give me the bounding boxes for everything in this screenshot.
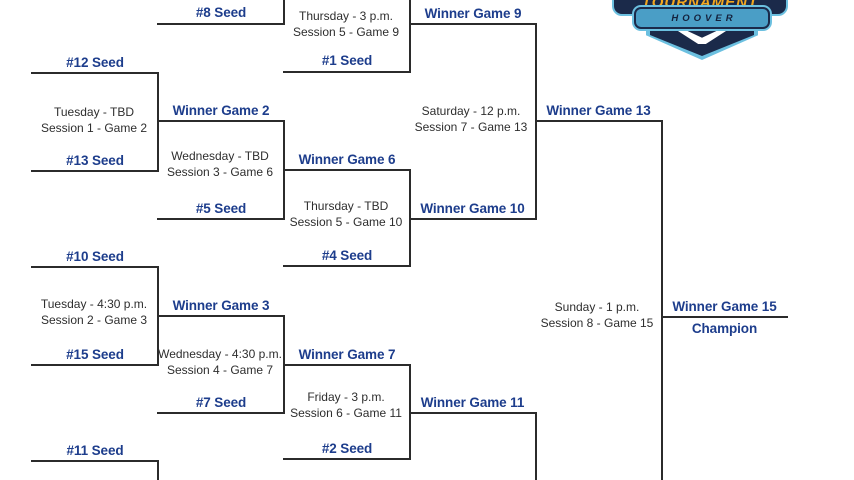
game6-info: Wednesday - TBD Session 3 - Game 6: [155, 149, 285, 180]
game3-connector: [157, 266, 159, 366]
seed12-line: [31, 72, 159, 74]
game11-schedule: Friday - 3 p.m.: [307, 390, 385, 404]
winner2-label: Winner Game 2: [172, 103, 270, 118]
game11-connector: [409, 364, 411, 460]
seed4-label: #4 Seed: [321, 248, 373, 263]
game2-schedule: Tuesday - TBD: [53, 105, 135, 119]
winner6-label: Winner Game 6: [298, 152, 396, 167]
game13-schedule: Saturday - 12 p.m.: [421, 104, 521, 118]
seed15-line: [31, 364, 159, 366]
seed15-label: #15 Seed: [66, 347, 124, 362]
game3-schedule: Tuesday - 4:30 p.m.: [40, 297, 148, 311]
winner13-line: [535, 120, 662, 122]
game7-connector: [283, 315, 285, 414]
seed8-label: #8 Seed: [195, 5, 247, 20]
hoover-banner-label: HOOVER: [671, 12, 737, 24]
game9-connector: [409, 0, 411, 73]
winner15-label: Winner Game 15: [672, 299, 777, 314]
game15-info: Sunday - 1 p.m. Session 8 - Game 15: [532, 300, 662, 331]
winner7-line: [283, 364, 411, 366]
winner6-line: [283, 169, 411, 171]
game14-connector: [535, 412, 537, 480]
game15-connector: [661, 120, 663, 480]
game9-info: Thursday - 3 p.m. Session 5 - Game 9: [281, 9, 411, 40]
seed5-line: [157, 218, 285, 220]
game2-connector: [157, 72, 159, 172]
game15-schedule: Sunday - 1 p.m.: [554, 300, 640, 314]
winner10-label: Winner Game 10: [420, 201, 525, 216]
seed7-line: [157, 412, 285, 414]
winner10-line: [409, 218, 536, 220]
game10-session: Session 5 - Game 10: [289, 214, 403, 229]
game11-info: Friday - 3 p.m. Session 6 - Game 11: [281, 390, 411, 421]
seed2-line: [283, 458, 411, 460]
seed11-label: #11 Seed: [66, 443, 124, 458]
game13-info: Saturday - 12 p.m. Session 7 - Game 13: [404, 104, 538, 135]
game9-session: Session 5 - Game 9: [292, 24, 400, 39]
seed10-line: [31, 266, 159, 268]
seed4-line: [283, 265, 411, 267]
winner13-label: Winner Game 13: [546, 103, 651, 118]
game13-session: Session 7 - Game 13: [414, 119, 528, 134]
seed2-label: #2 Seed: [321, 441, 373, 456]
game10-schedule: Thursday - TBD: [303, 199, 389, 213]
seed12-label: #12 Seed: [66, 55, 124, 70]
winner7-label: Winner Game 7: [298, 347, 396, 362]
game7-schedule: Wednesday - 4:30 p.m.: [158, 347, 282, 361]
seed7-label: #7 Seed: [195, 395, 247, 410]
seed10-label: #10 Seed: [66, 249, 124, 264]
winner3-line: [157, 315, 285, 317]
seed1-line: [283, 71, 411, 73]
game7-info: Wednesday - 4:30 p.m. Session 4 - Game 7: [151, 347, 289, 378]
champion-label: Champion: [691, 321, 758, 336]
game2-session: Session 1 - Game 2: [40, 120, 148, 135]
seed5-label: #5 Seed: [195, 201, 247, 216]
seed13-label: #13 Seed: [66, 153, 124, 168]
winner9-line: [409, 23, 537, 25]
game4-connector: [157, 460, 159, 480]
winner11-line: [409, 412, 536, 414]
game3-info: Tuesday - 4:30 p.m. Session 2 - Game 3: [27, 297, 161, 328]
winner11-label: Winner Game 11: [420, 395, 525, 410]
game6-session: Session 3 - Game 6: [166, 164, 274, 179]
game9-schedule: Thursday - 3 p.m.: [298, 9, 394, 23]
game10-connector: [409, 169, 411, 267]
seed13-line: [31, 170, 159, 172]
game6-schedule: Wednesday - TBD: [171, 149, 269, 163]
game2-info: Tuesday - TBD Session 1 - Game 2: [29, 105, 159, 136]
game5-connector: [283, 0, 285, 25]
winner9-label: Winner Game 9: [424, 6, 522, 21]
game11-session: Session 6 - Game 11: [290, 405, 402, 420]
game3-session: Session 2 - Game 3: [40, 312, 148, 327]
winner15-line: [661, 316, 788, 318]
seed8-line: [157, 23, 285, 25]
tournament-wordmark: TOURNAMENT: [641, 0, 759, 11]
winner3-label: Winner Game 3: [172, 298, 270, 313]
game6-connector: [283, 120, 285, 220]
seed11-line: [31, 460, 159, 462]
game10-info: Thursday - TBD Session 5 - Game 10: [281, 199, 411, 230]
game15-session: Session 8 - Game 15: [540, 315, 654, 330]
game7-session: Session 4 - Game 7: [166, 362, 274, 377]
seed1-label: #1 Seed: [321, 53, 373, 68]
hoover-banner: HOOVER: [634, 7, 770, 29]
game13-connector: [535, 23, 537, 220]
winner2-line: [157, 120, 285, 122]
